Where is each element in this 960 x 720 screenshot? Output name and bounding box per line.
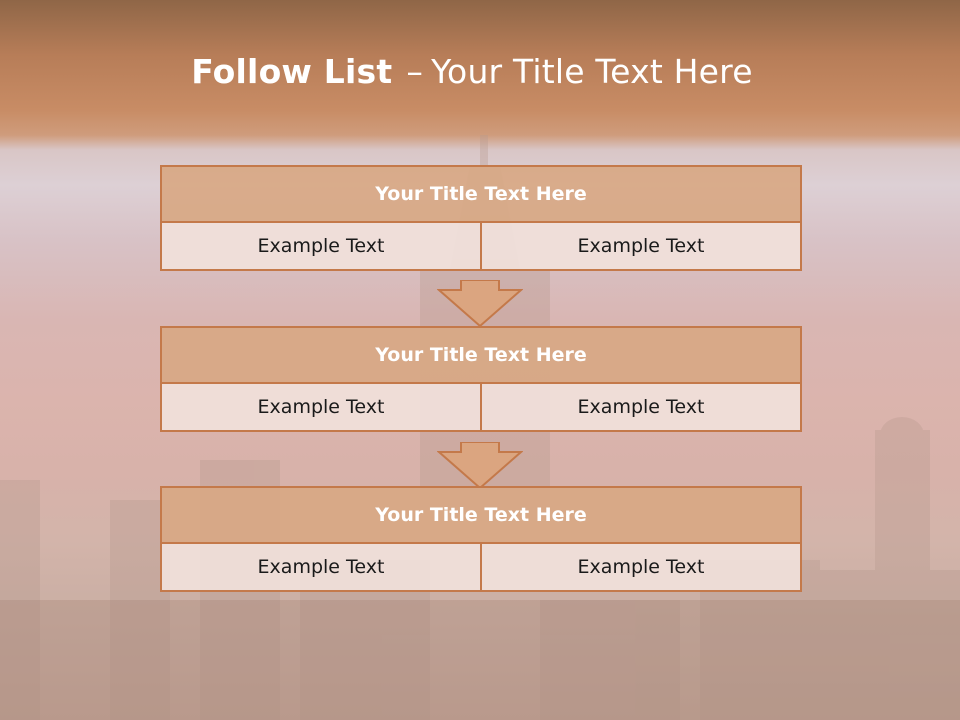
list-block-1: Your Title Text Here Example Text Exampl… xyxy=(160,165,802,271)
down-arrow-icon xyxy=(437,442,523,488)
list-block-cell-right: Example Text xyxy=(482,542,802,592)
list-block-cell-right: Example Text xyxy=(482,221,802,271)
list-block-cell-left: Example Text xyxy=(160,221,482,271)
list-block-heading: Your Title Text Here xyxy=(160,486,802,542)
down-arrow-icon xyxy=(437,280,523,326)
list-block-2: Your Title Text Here Example Text Exampl… xyxy=(160,326,802,432)
slide-title: Follow List–Your Title Text Here xyxy=(0,52,944,91)
list-block-cell-left: Example Text xyxy=(160,382,482,432)
list-block-3: Your Title Text Here Example Text Exampl… xyxy=(160,486,802,592)
list-block-row: Example Text Example Text xyxy=(160,382,802,432)
list-block-heading: Your Title Text Here xyxy=(160,326,802,382)
list-block-heading: Your Title Text Here xyxy=(160,165,802,221)
list-block-row: Example Text Example Text xyxy=(160,221,802,271)
slide-title-separator: – xyxy=(406,52,424,91)
list-block-cell-left: Example Text xyxy=(160,542,482,592)
list-block-row: Example Text Example Text xyxy=(160,542,802,592)
slide-title-bold: Follow List xyxy=(191,52,393,91)
list-block-cell-right: Example Text xyxy=(482,382,802,432)
slide-title-rest: Your Title Text Here xyxy=(431,52,753,91)
